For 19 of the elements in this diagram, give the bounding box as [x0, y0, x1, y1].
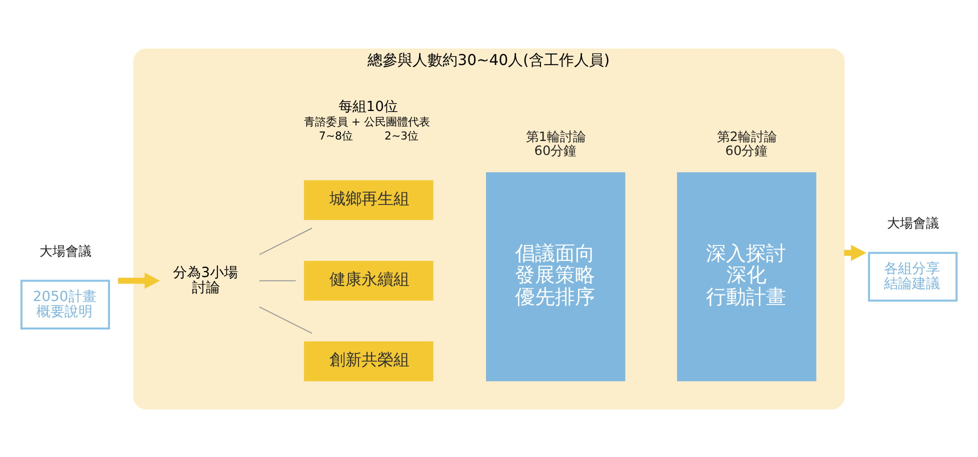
- node-box: 倡議面向發展策略優先排序: [486, 172, 626, 381]
- label: 2~3位: [384, 128, 419, 142]
- node-box: 城鄉再生組: [304, 180, 434, 220]
- node-box: 創新共榮組: [304, 340, 434, 381]
- node-label: 第2輪討論60分鐘: [716, 129, 778, 158]
- node-label: 大場會議: [39, 244, 92, 259]
- node-box: 深入探討深化行動計畫: [677, 172, 816, 381]
- connector: [258, 227, 313, 255]
- label: 每組10位: [338, 98, 398, 114]
- node-label: 第1輪討論60分鐘: [526, 129, 586, 158]
- label: 7~8位: [318, 128, 353, 142]
- label: 青諮委員 + 公民團體代表: [304, 114, 430, 128]
- node-box: 健康永續組: [304, 260, 434, 300]
- node-text: 分為3小場討論: [173, 264, 238, 296]
- arrow: [844, 244, 866, 260]
- connector: [258, 280, 296, 281]
- connector: [258, 306, 313, 334]
- node-label: 大場會議: [886, 216, 939, 231]
- arrow: [118, 272, 160, 288]
